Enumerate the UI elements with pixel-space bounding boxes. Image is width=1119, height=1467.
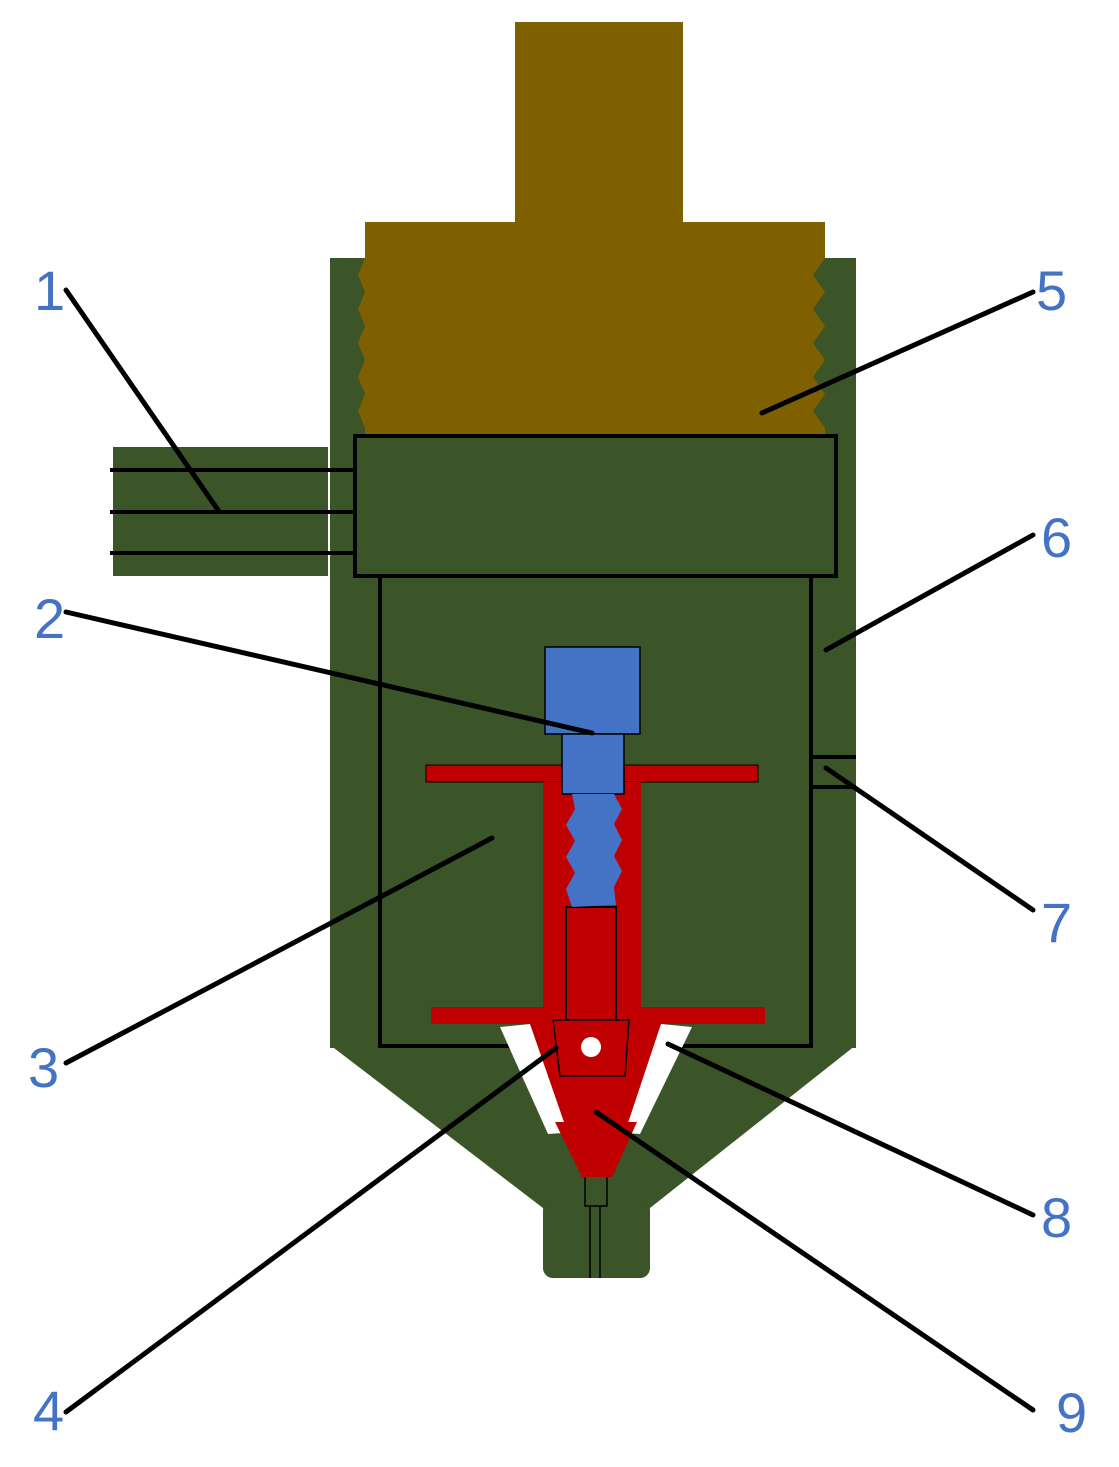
label-4: 4 — [33, 1379, 64, 1442]
valve-ball — [581, 1037, 601, 1057]
label-6: 6 — [1041, 506, 1072, 569]
screw-neck — [561, 733, 625, 795]
wires — [110, 468, 355, 555]
label-5: 5 — [1036, 259, 1067, 322]
threaded-plug — [358, 258, 825, 436]
valve-cone-tip — [555, 1122, 637, 1177]
label-1: 1 — [34, 259, 65, 322]
label-7: 7 — [1041, 891, 1072, 954]
label-9: 9 — [1056, 1381, 1087, 1444]
leader-7 — [823, 765, 1036, 913]
leader-1 — [63, 287, 221, 513]
red-plunger-rod — [565, 906, 617, 1021]
leader-9 — [593, 1109, 1036, 1413]
adjusting-screw — [544, 646, 641, 907]
leader-3 — [63, 835, 495, 1066]
leader-8 — [665, 1041, 1036, 1218]
side-port — [811, 755, 856, 789]
nozzle-tip — [584, 1175, 608, 1207]
label-2: 2 — [34, 587, 65, 650]
top-cap-head — [365, 222, 825, 262]
leader-5 — [759, 289, 1036, 416]
leader-2 — [63, 609, 595, 736]
cone-gap-left — [500, 1024, 578, 1134]
label-8: 8 — [1041, 1186, 1072, 1249]
housing-nozzle — [543, 1200, 650, 1278]
label-3: 3 — [28, 1036, 59, 1099]
coil-block — [353, 434, 838, 578]
screw-thread — [566, 794, 622, 907]
leader-lines — [63, 287, 1036, 1415]
number-labels: 1 2 3 4 5 6 7 8 9 — [28, 259, 1087, 1444]
top-cap-stem — [515, 22, 683, 227]
leader-4 — [63, 1045, 559, 1415]
screw-head — [544, 646, 641, 735]
leader-6 — [823, 532, 1036, 653]
top-cap — [365, 22, 825, 262]
